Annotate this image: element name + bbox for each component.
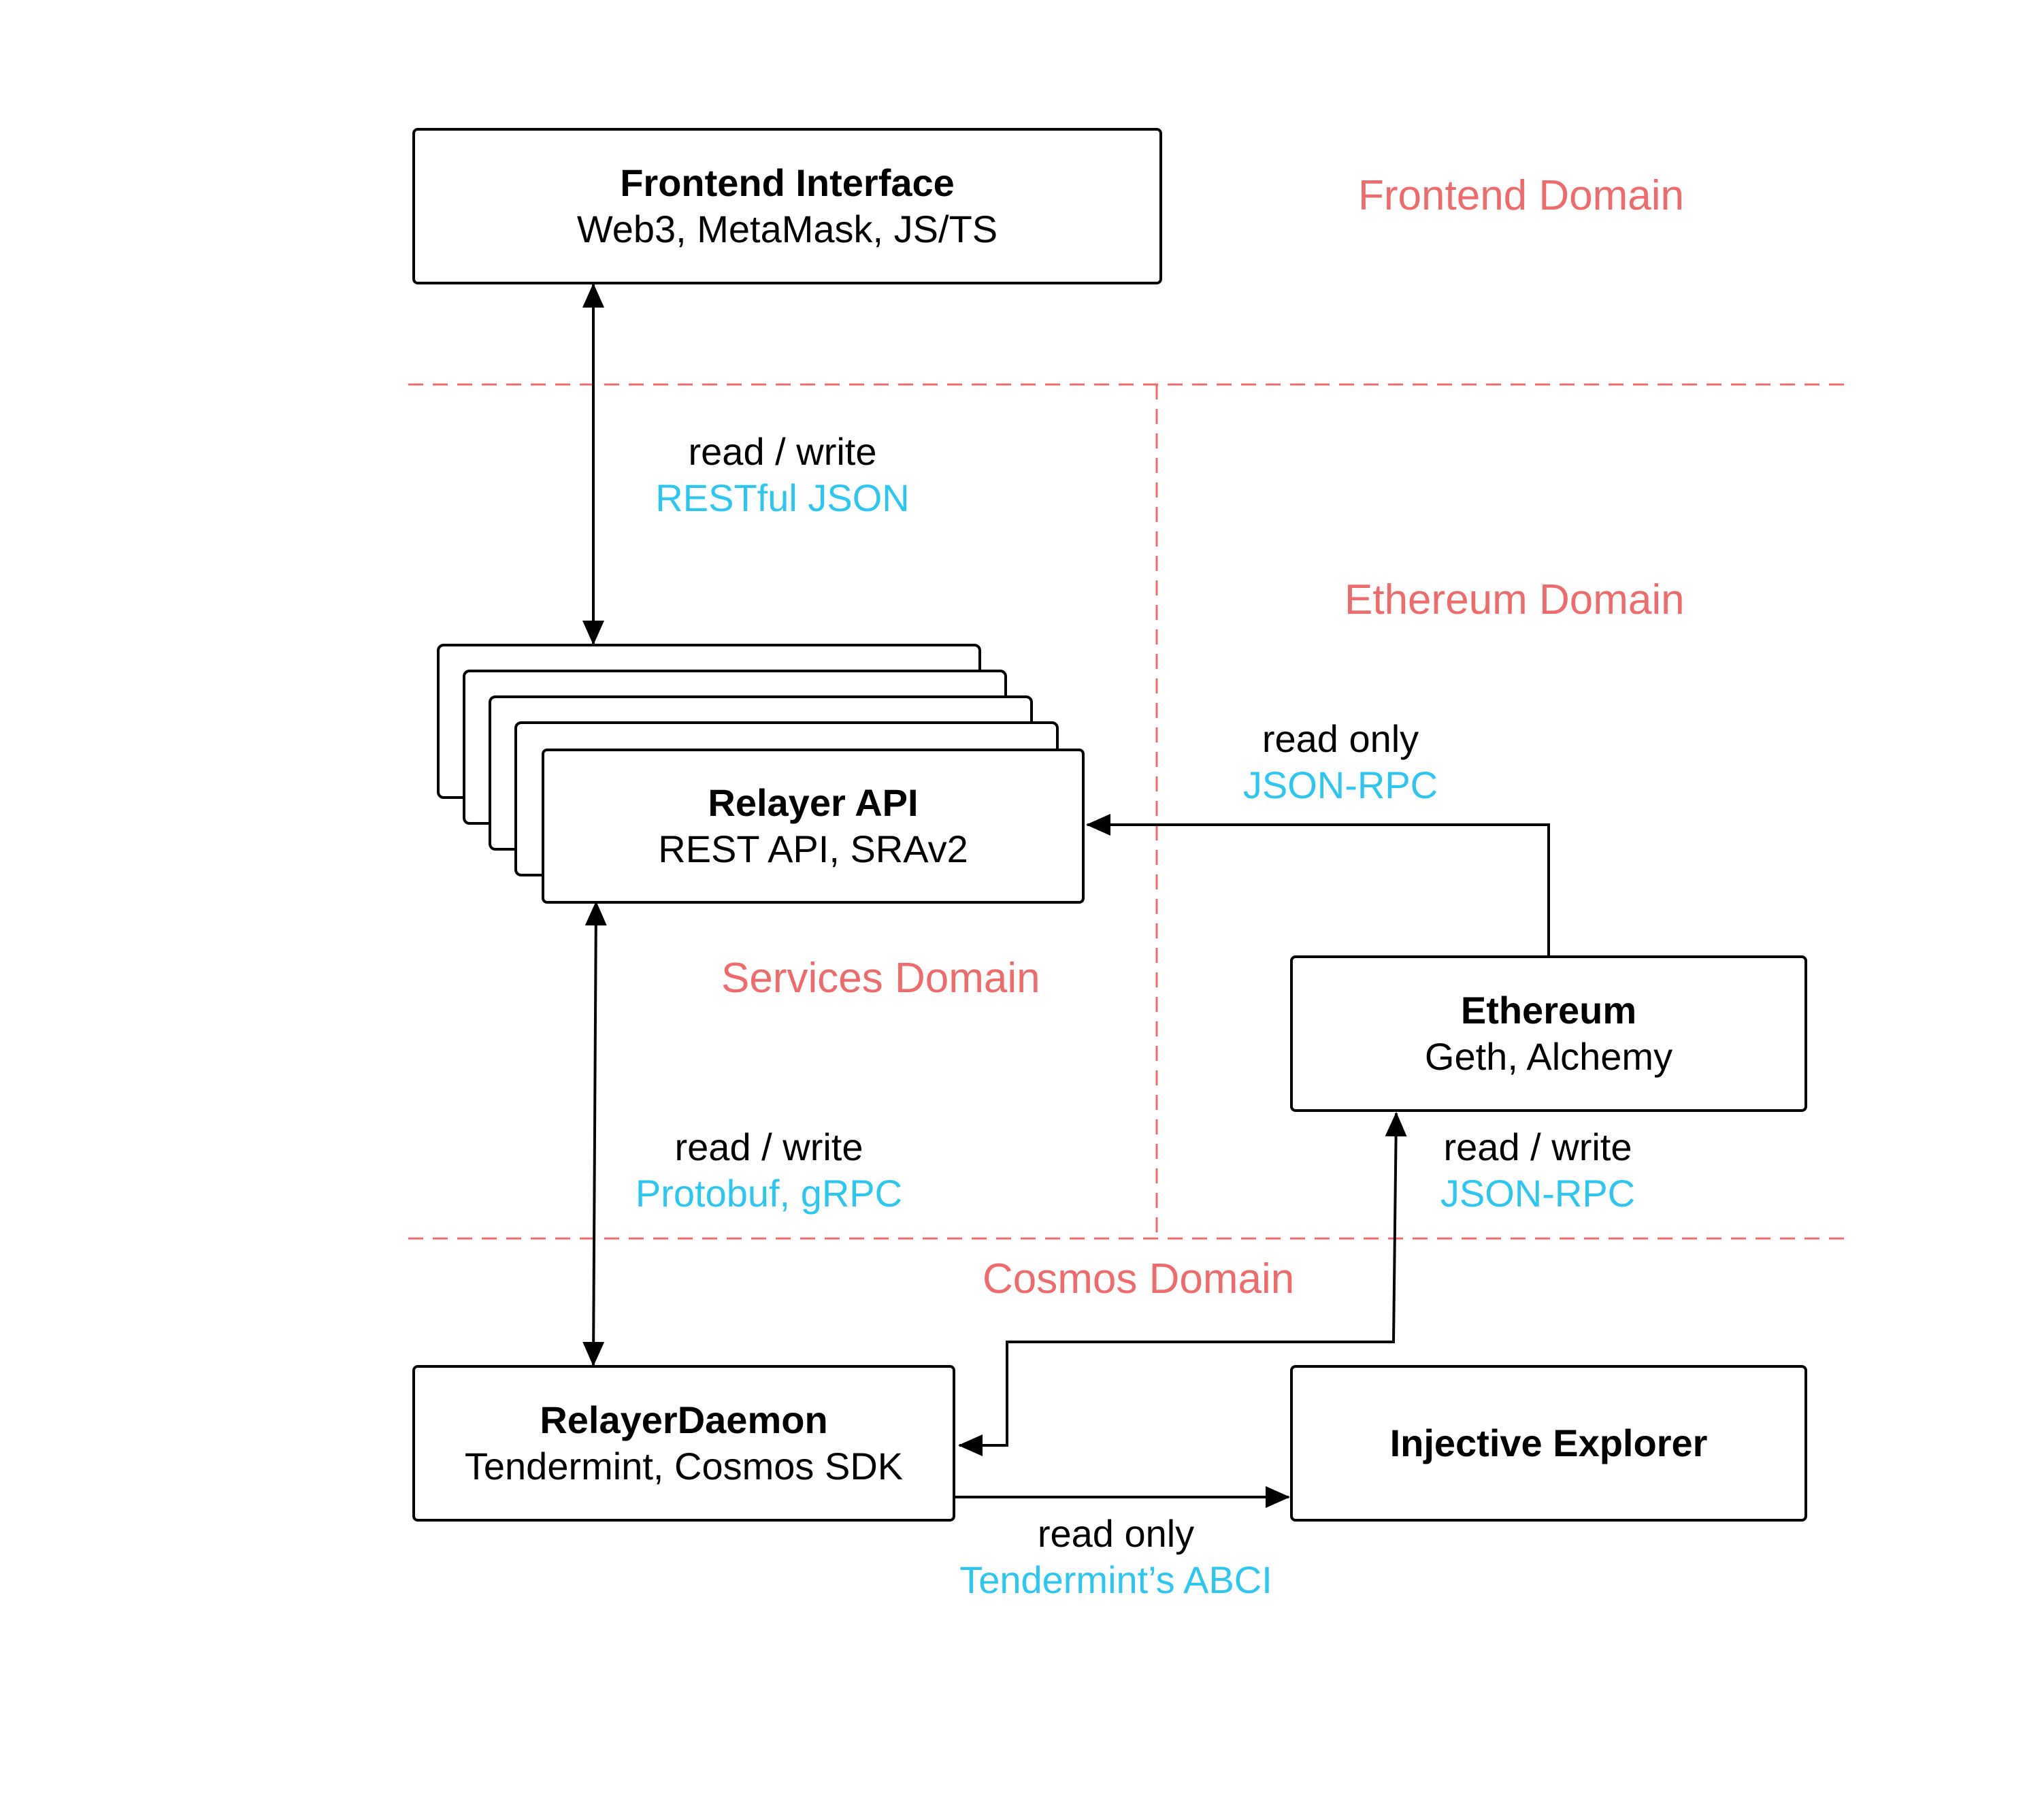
ethereum-domain-label: Ethereum Domain xyxy=(1345,576,1685,623)
edge-operation: read / write xyxy=(1443,1126,1632,1168)
arrow-daemon-ethereum xyxy=(958,1112,1407,1456)
relayer-daemon-subtitle: Tendermint, Cosmos SDK xyxy=(464,1445,904,1488)
edge-label-ethereum-relayer: read only JSON-RPC xyxy=(1211,716,1470,808)
edge-operation: read only xyxy=(1037,1512,1195,1555)
edge-label-daemon-explorer: read only Tendermint’s ABCI xyxy=(939,1511,1293,1603)
injective-explorer-title: Injective Explorer xyxy=(1389,1422,1708,1464)
relayer-daemon-title: RelayerDaemon xyxy=(540,1398,828,1441)
frontend-interface-subtitle: Web3, MetaMask, JS/TS xyxy=(576,208,998,250)
ethereum-node: Ethereum Geth, Alchemy xyxy=(1290,955,1807,1112)
edge-protocol: Protobuf, gRPC xyxy=(635,1172,903,1215)
edge-protocol: Tendermint’s ABCI xyxy=(959,1558,1272,1601)
edge-protocol: JSON-RPC xyxy=(1440,1172,1636,1215)
ethereum-title: Ethereum xyxy=(1460,989,1637,1032)
arrow-relayer-daemon xyxy=(582,901,607,1366)
frontend-interface-node: Frontend Interface Web3, MetaMask, JS/TS xyxy=(412,128,1162,284)
arrow-ethereum-relayer xyxy=(1086,814,1550,957)
relayer-api-node: Relayer API REST API, SRAv2 xyxy=(542,749,1085,904)
services-domain-label: Services Domain xyxy=(721,955,1040,1002)
frontend-domain-label: Frontend Domain xyxy=(1358,172,1685,219)
edge-operation: read only xyxy=(1262,717,1419,760)
relayer-api-subtitle: REST API, SRAv2 xyxy=(658,827,968,870)
edge-operation: read / write xyxy=(674,1126,863,1168)
edge-label-daemon-ethereum: read / write JSON-RPC xyxy=(1415,1124,1660,1217)
edge-label-frontend-relayer: read / write RESTful JSON xyxy=(646,429,919,521)
edge-operation: read / write xyxy=(688,430,877,473)
cosmos-domain-label: Cosmos Domain xyxy=(983,1255,1295,1302)
edge-protocol: JSON-RPC xyxy=(1242,764,1438,806)
frontend-interface-title: Frontend Interface xyxy=(620,161,955,204)
edge-label-relayer-daemon: read / write Protobuf, gRPC xyxy=(619,1124,919,1217)
relayer-api-title: Relayer API xyxy=(708,781,919,824)
edge-protocol: RESTful JSON xyxy=(655,476,910,519)
ethereum-subtitle: Geth, Alchemy xyxy=(1424,1035,1673,1078)
relayer-daemon-node: RelayerDaemon Tendermint, Cosmos SDK xyxy=(412,1365,955,1522)
injective-explorer-node: Injective Explorer xyxy=(1290,1365,1807,1522)
